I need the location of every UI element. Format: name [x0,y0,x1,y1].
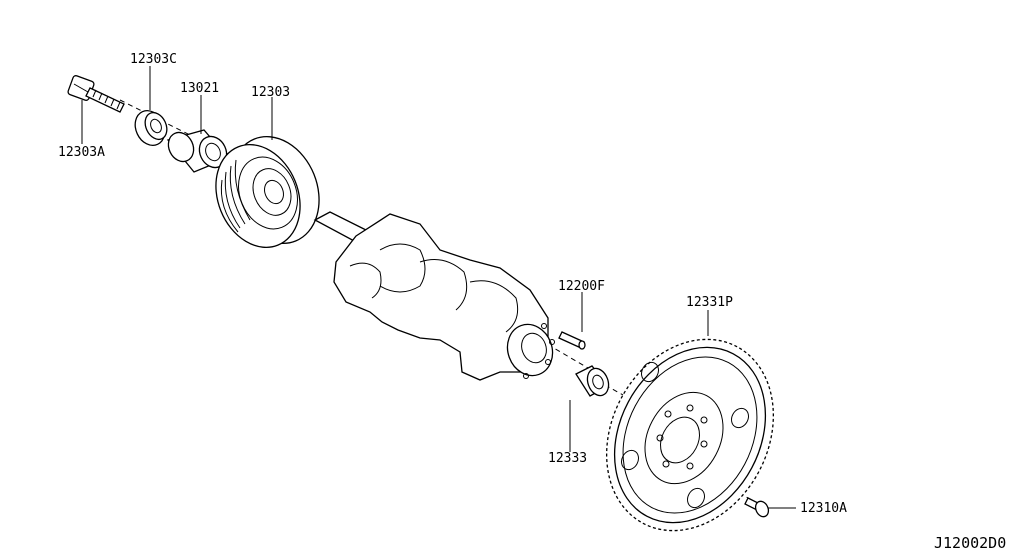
flywheel-drive-plate [606,338,774,532]
washer-12303c [134,109,168,147]
label-12303a: 12303A [58,145,105,160]
crank-pulley [215,135,320,249]
label-13021: 13021 [180,81,219,96]
label-12200f: 12200F [558,279,605,294]
crank-pulley-bolt [67,75,125,113]
sleeve-13021 [166,129,230,173]
leader-lines [81,66,796,509]
crankshaft [313,211,555,381]
label-12333: 12333 [548,451,587,466]
flywheel-bolt [744,497,770,518]
dowel-pin [558,331,586,350]
label-12303c: 12303C [130,52,177,67]
part-labels: 12303C 13021 12303 12303A 12200F 12331P … [58,52,1006,552]
label-12331p: 12331P [686,295,733,310]
diagram-code: J12002D0 [934,534,1006,552]
pilot-bushing [575,365,610,397]
label-12303: 12303 [251,85,290,100]
label-12310a: 12310A [800,501,847,516]
